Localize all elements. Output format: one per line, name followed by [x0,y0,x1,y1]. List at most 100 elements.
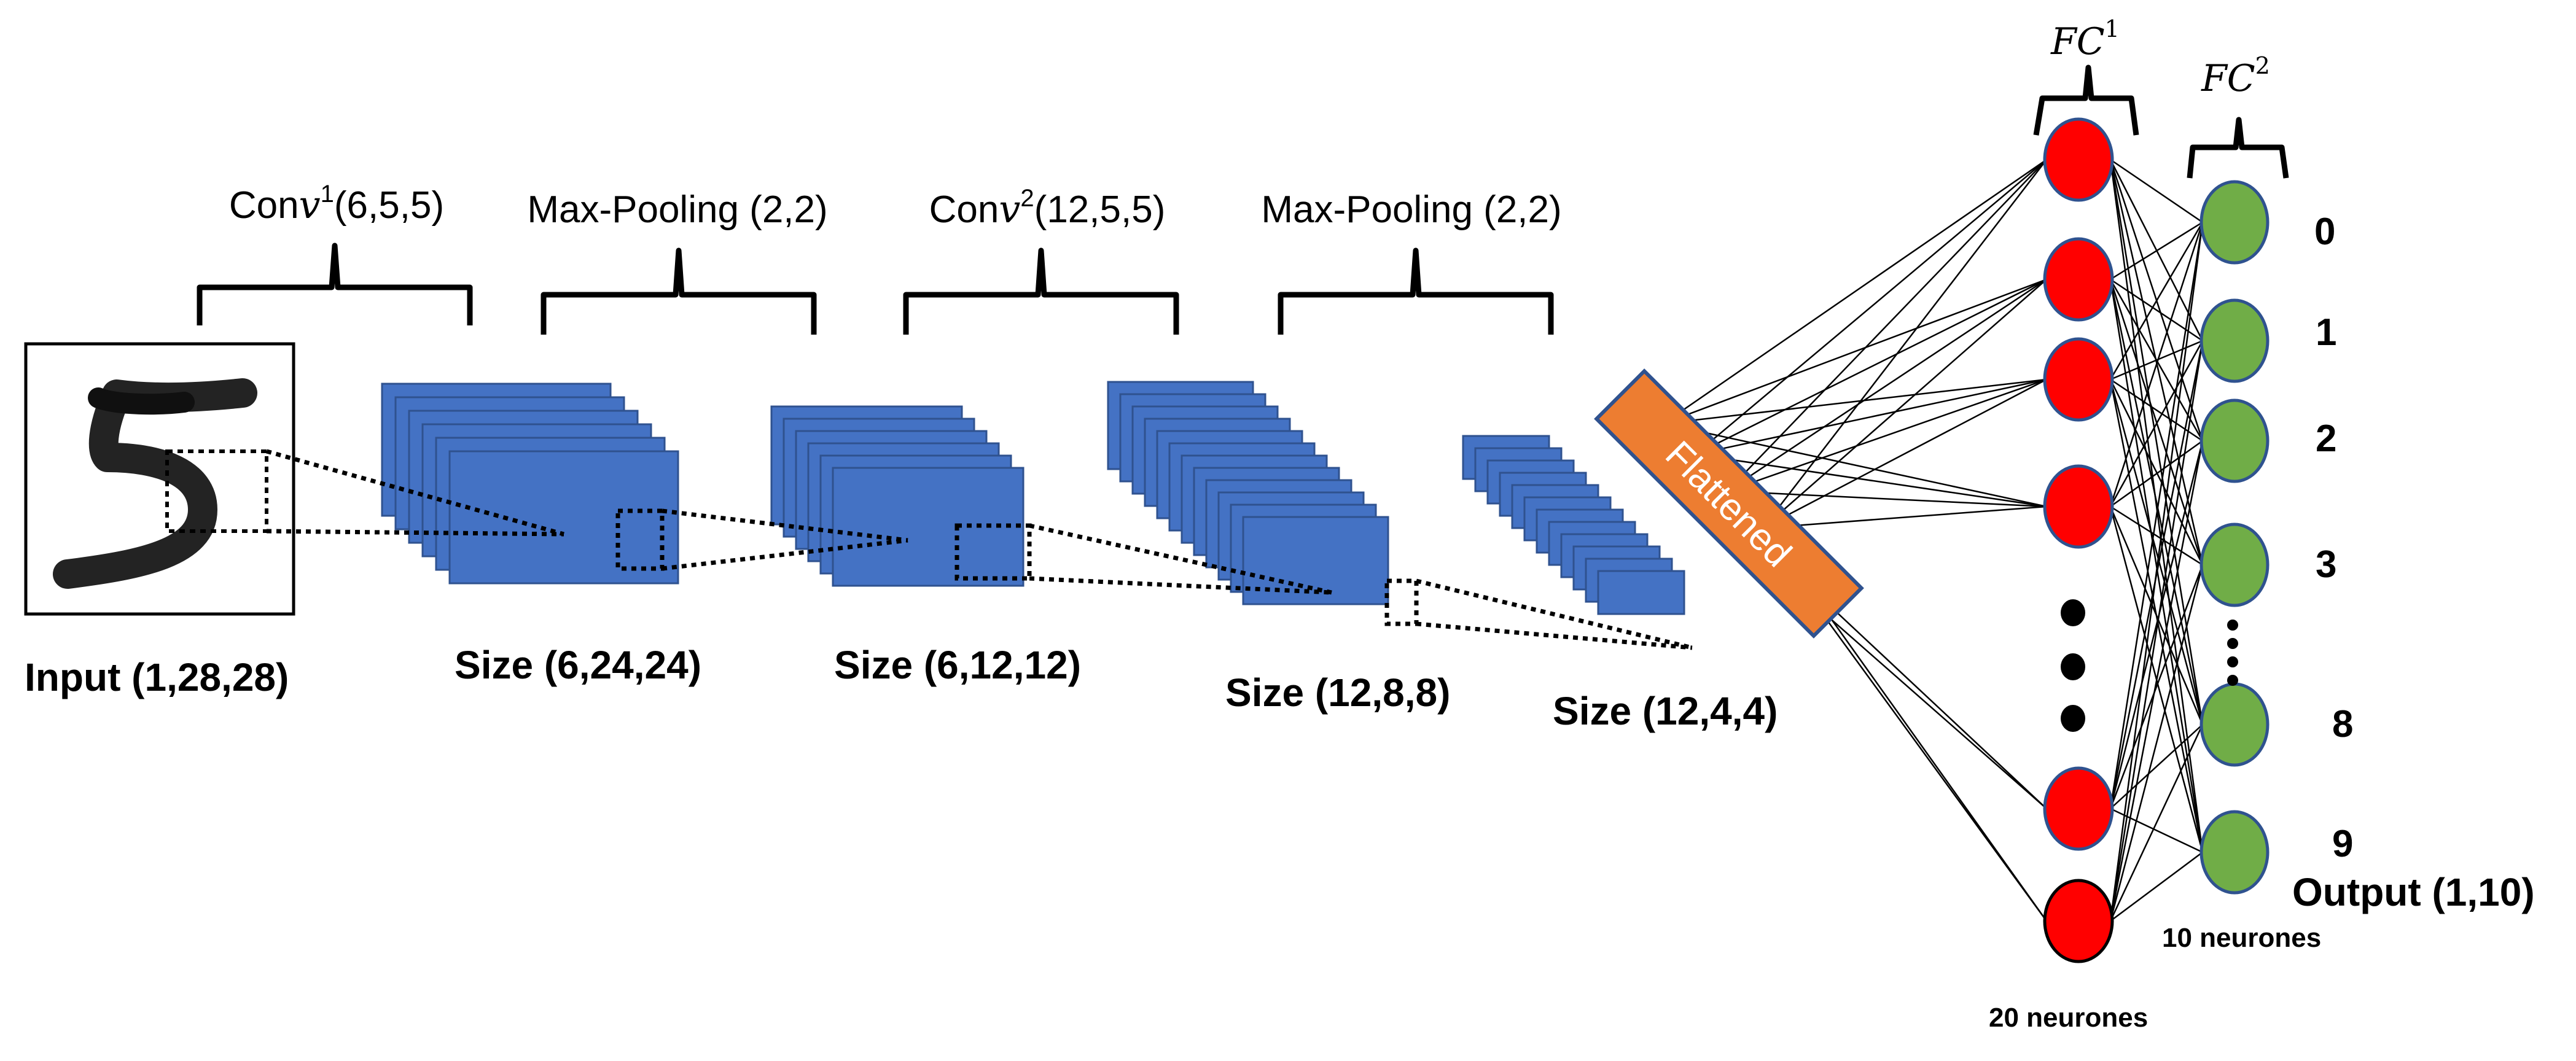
fc2-title: FC2 [2201,52,2270,100]
fc1-neuron [2043,766,2114,851]
connection-line [2110,505,2203,566]
connection-line [2110,340,2203,381]
input-receptive-field [165,449,268,533]
pool2-feature-map-stack [1462,435,1685,615]
connection-line [1663,158,2047,425]
pool1-feature-map-stack [770,405,1025,587]
connection-line [2109,564,2204,922]
pool2-size-label: Size (12,4,4) [1553,689,1778,733]
projection-line [662,538,908,571]
output-digit-1: 1 [2316,311,2336,354]
conv2-size-label: Size (12,8,8) [1225,670,1450,715]
output-digit-0: 0 [2314,211,2335,253]
ellipsis-dot [2061,599,2085,626]
connection-line [2110,158,2203,223]
fc1-neuron [2043,464,2114,549]
connection-line [1663,278,2047,425]
output-digits: 0 1 2 3 8 9 [2314,211,2353,865]
ellipsis-dot [2227,675,2238,686]
projection-line [266,529,564,537]
conv1-size-label: Size (6,24,24) [455,643,701,687]
connection-line [2109,222,2204,507]
fc2-ellipsis [2227,620,2238,686]
connection-line [1762,505,2047,529]
projection-line [1029,576,1332,595]
connection-line [2110,851,2203,922]
connection-line [1805,583,2047,809]
connection-line [1817,607,2048,922]
conv2-title: Conv2(12,5,5) [929,185,1166,231]
connection-line [1695,278,2047,456]
projection-line [1029,523,1332,595]
fc2-neuron [2199,810,2270,895]
projection-line [1416,578,1693,650]
pool2-title: Max-Pooling (2,2) [1261,188,1561,231]
projection-line [266,449,564,537]
output-digit-3: 3 [2316,543,2336,586]
fc1-title: FC1 [2050,15,2120,63]
projection-line [1416,621,1693,650]
projection-line [662,508,908,543]
fc2-neuron [2199,180,2270,265]
connection-line [1663,378,2047,425]
output-digit-2: 2 [2316,418,2336,460]
connection-line [2109,340,2204,922]
conv1-receptive-field [615,508,665,571]
conv1-feature-map-stack [381,383,679,585]
flattened-bar [1594,368,1864,639]
fc2-neuron [2199,682,2270,767]
connection-line [2110,278,2203,342]
fc-connections [1663,158,2204,922]
pool1-title: Max-Pooling (2,2) [527,188,827,231]
connection-line [2110,440,2203,508]
ellipsis-dot [2227,620,2238,631]
connection-line [1695,378,2047,456]
ellipsis-dot [2061,705,2085,732]
output-digit-8: 8 [2332,703,2353,745]
connection-line [1695,159,2047,455]
brace-pool1 [541,247,817,335]
connection-line [2109,440,2204,809]
connection-line [2109,724,2204,922]
connection-line [1762,159,2047,529]
neurons [2043,117,2270,963]
fc2-neuron [2199,398,2270,483]
connection-line [1727,278,2047,492]
connection-line [2110,807,2203,853]
brace-pool2 [1278,247,1554,335]
connection-line [2109,222,2204,809]
conv2-feature-map-stack [1107,381,1389,605]
feature-maps [381,381,1685,615]
fc2-neuron [2199,298,2270,383]
output-label: Output (1,10) [2292,870,2535,914]
connection-line [1762,378,2047,529]
handwritten-digit-five-stroke-top [88,387,195,415]
stage-braces [197,64,2289,335]
connection-line [2109,222,2204,380]
conv1-feature-map [448,450,679,585]
connection-line [2109,379,2204,565]
brace-conv1 [197,243,473,325]
conv2-receptive-field [1384,578,1419,626]
connection-line [2110,378,2203,442]
pool1-receptive-field [954,523,1032,581]
brace-fc2 [2187,117,2289,179]
ellipsis-dot [2061,653,2085,680]
output-digit-9: 9 [2332,823,2353,865]
connection-line [2110,724,2203,809]
pool2-feature-map [1597,570,1685,615]
ellipsis-dot [2227,638,2238,649]
connection-line [1727,159,2047,492]
connection-line [2109,379,2204,725]
connection-line [2109,440,2204,922]
ellipsis-dot [2227,656,2238,667]
input-image [24,342,295,616]
connection-line [1727,378,2047,492]
input-size-label: Input (1,28,28) [25,655,289,699]
connection-line [2109,159,2204,725]
brace-fc1 [2033,64,2139,136]
connection-line [1727,490,2047,508]
brace-conv2 [903,247,1179,335]
fc1-neurons-label: 20 neurones [1989,1003,2148,1033]
